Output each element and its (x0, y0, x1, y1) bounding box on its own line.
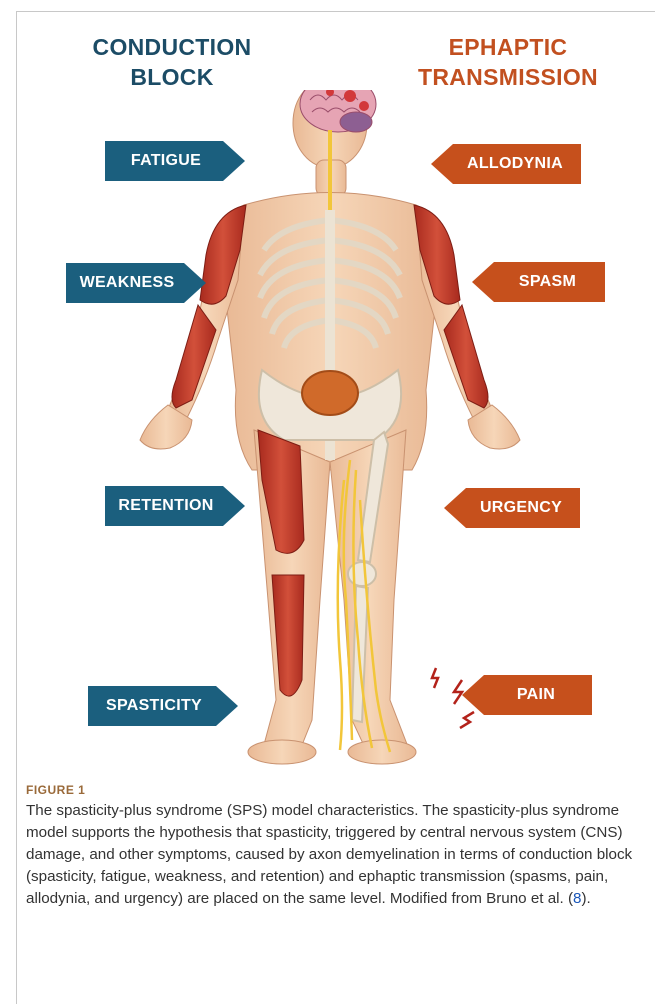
tag-spasticity: SPASTICITY (88, 686, 238, 726)
figure-label: FIGURE 1 (26, 783, 641, 797)
caption-body: The spasticity-plus syndrome (SPS) model… (26, 802, 632, 907)
ephaptic-transmission-heading-line2: TRANSMISSION (388, 62, 628, 92)
conduction-block-heading: CONDUCTION BLOCK (52, 32, 292, 92)
tag-fatigue: FATIGUE (105, 141, 245, 181)
caption-end: ). (582, 890, 591, 907)
ephaptic-transmission-heading: EPHAPTIC TRANSMISSION (388, 32, 628, 92)
tag-spasm: SPASM (472, 262, 605, 302)
caption-text: The spasticity-plus syndrome (SPS) model… (26, 800, 641, 910)
figure-caption: FIGURE 1 The spasticity-plus syndrome (S… (26, 783, 641, 910)
reference-link[interactable]: 8 (573, 890, 581, 907)
tag-pain: PAIN (462, 675, 592, 715)
tag-weakness: WEAKNESS (66, 263, 206, 303)
figure-frame-left (16, 11, 17, 1004)
conduction-block-heading-line1: CONDUCTION (52, 32, 292, 62)
tag-allodynia: ALLODYNIA (431, 144, 581, 184)
tag-retention: RETENTION (105, 486, 245, 526)
bladder (302, 371, 358, 415)
tag-urgency: URGENCY (444, 488, 580, 528)
conduction-block-heading-line2: BLOCK (52, 62, 292, 92)
ephaptic-transmission-heading-line1: EPHAPTIC (388, 32, 628, 62)
figure-frame-top (16, 11, 655, 12)
